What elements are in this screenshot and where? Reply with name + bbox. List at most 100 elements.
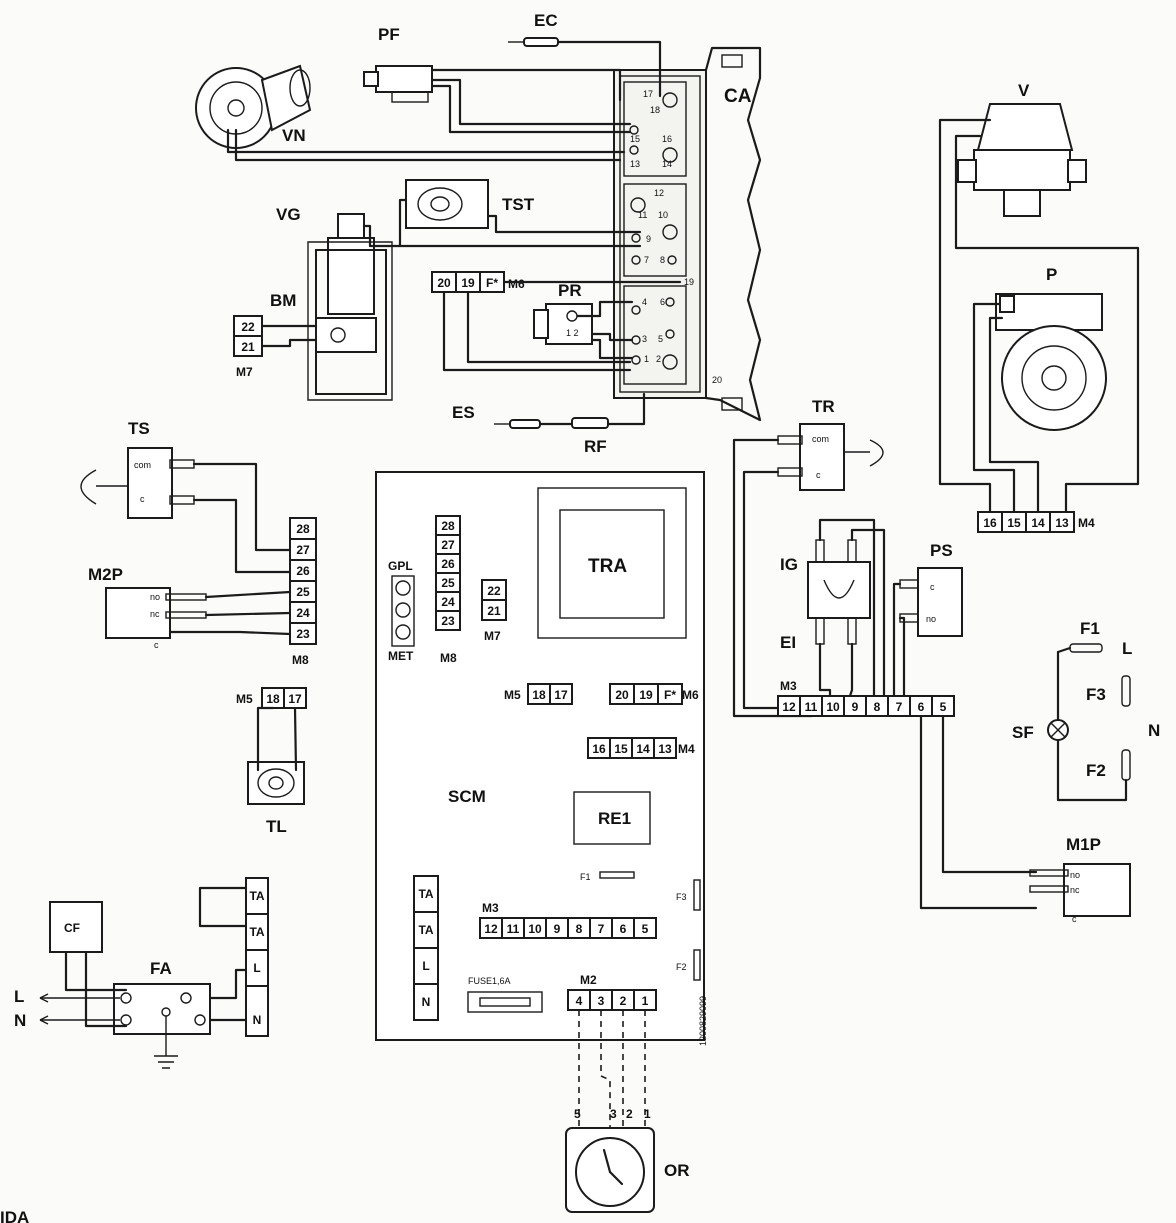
svg-text:20: 20 [615,688,629,702]
p-pump: P [995,265,1107,431]
svg-text:CA: CA [724,86,752,107]
svg-text:15: 15 [630,134,640,144]
svg-text:23: 23 [296,627,310,641]
svg-text:F2: F2 [676,962,687,972]
svg-text:7: 7 [896,700,903,714]
svg-text:6: 6 [660,297,665,307]
svg-text:M7: M7 [236,365,253,379]
svg-text:no: no [926,614,936,624]
svg-text:VN: VN [282,126,306,145]
svg-text:com: com [812,434,829,444]
m8-block-left: 28 27 26 25 24 23 M8 [289,517,317,667]
svg-text:7: 7 [598,922,605,936]
svg-text:20: 20 [712,375,722,385]
m2p-switch: no nc c M2P [88,565,207,650]
svg-text:N: N [253,1013,262,1027]
svg-text:M6: M6 [508,277,525,291]
vg-gas-valve: VG BM [270,205,393,401]
svg-text:VG: VG [276,205,301,224]
svg-text:EC: EC [534,11,558,30]
svg-text:M5: M5 [236,692,253,706]
svg-text:M3: M3 [482,901,499,915]
fa-filter: FA L N [14,959,211,1035]
svg-text:F1: F1 [580,872,591,882]
svg-text:IG: IG [780,555,798,574]
svg-text:c: c [140,494,145,504]
m5-block-left: 18 17 M5 [236,687,307,709]
svg-text:8: 8 [576,922,583,936]
m4-block-board: 16 15 14 13 M4 [587,737,695,759]
svg-text:23: 23 [441,614,455,628]
svg-text:M2: M2 [580,973,597,987]
svg-text:12: 12 [484,922,498,936]
vn-fan: VN [195,64,312,149]
svg-text:18: 18 [266,692,280,706]
m3-block-board: M3 12 11 10 9 8 7 6 5 [479,901,657,939]
svg-text:F*: F* [664,688,676,702]
svg-text:22: 22 [487,584,501,598]
ta-block-board: TA TA L N [413,875,439,1021]
svg-text:22: 22 [241,320,255,334]
svg-text:3: 3 [642,334,647,344]
svg-text:1200829099: 1200829099 [698,996,708,1046]
svg-text:L: L [1122,639,1132,658]
svg-text:2: 2 [626,1107,633,1121]
ca-control-unit: 17 18 15 16 13 14 12 11 10 9 7 8 19 4 6 … [613,46,762,422]
svg-text:13: 13 [658,742,672,756]
tst-thermostat: TST [405,179,535,229]
svg-text:10: 10 [826,700,840,714]
svg-text:20: 20 [437,276,451,290]
svg-text:c: c [930,582,935,592]
svg-text:14: 14 [1031,516,1045,530]
svg-text:F2: F2 [1086,761,1106,780]
svg-text:6: 6 [620,922,627,936]
svg-text:24: 24 [296,606,310,620]
svg-text:16: 16 [592,742,606,756]
svg-text:M3: M3 [780,679,797,693]
ta-block-left: TA TA L N [245,877,269,1037]
svg-text:8: 8 [874,700,881,714]
svg-text:FA: FA [150,959,172,978]
svg-text:L: L [14,987,24,1006]
svg-text:PS: PS [930,541,953,560]
svg-text:TS: TS [128,419,150,438]
or-timer: 5 3 2 1 OR [565,1107,690,1213]
svg-text:26: 26 [441,557,455,571]
svg-text:9: 9 [646,234,651,244]
pf-pressure-switch: PF [363,25,433,103]
svg-text:17: 17 [288,692,302,706]
svg-text:1 2: 1 2 [566,328,579,338]
svg-text:10: 10 [658,210,668,220]
m1p-switch: no nc c M1P [1029,835,1131,924]
ps-switch: c no PS [899,541,963,637]
svg-text:6: 6 [918,700,925,714]
svg-text:M6: M6 [682,688,699,702]
svg-text:no: no [150,592,160,602]
svg-text:M2P: M2P [88,565,123,584]
svg-text:N: N [422,995,431,1009]
svg-text:24: 24 [441,595,455,609]
svg-text:3: 3 [598,994,605,1008]
svg-text:25: 25 [441,576,455,590]
svg-text:13: 13 [1055,516,1069,530]
svg-text:15: 15 [614,742,628,756]
svg-text:9: 9 [554,922,561,936]
svg-text:ES: ES [452,403,475,422]
svg-text:TA: TA [418,887,433,901]
svg-text:OR: OR [664,1161,690,1180]
ts-switch: com c TS [80,419,195,519]
svg-text:18: 18 [650,105,660,115]
tr-switch: com c TR [777,397,884,491]
m8-block-board: 28 27 26 25 24 23 M8 [435,515,461,665]
svg-text:M8: M8 [292,653,309,667]
svg-text:2: 2 [620,994,627,1008]
svg-text:M1P: M1P [1066,835,1101,854]
svg-text:TA: TA [249,889,264,903]
svg-text:M4: M4 [678,742,695,756]
svg-text:5: 5 [658,334,663,344]
svg-text:19: 19 [461,276,475,290]
m7-block-left: 22 21 M7 [233,315,263,379]
svg-text:TR: TR [812,397,835,416]
ec-electrode: EC [508,11,559,47]
svg-text:16: 16 [662,134,672,144]
